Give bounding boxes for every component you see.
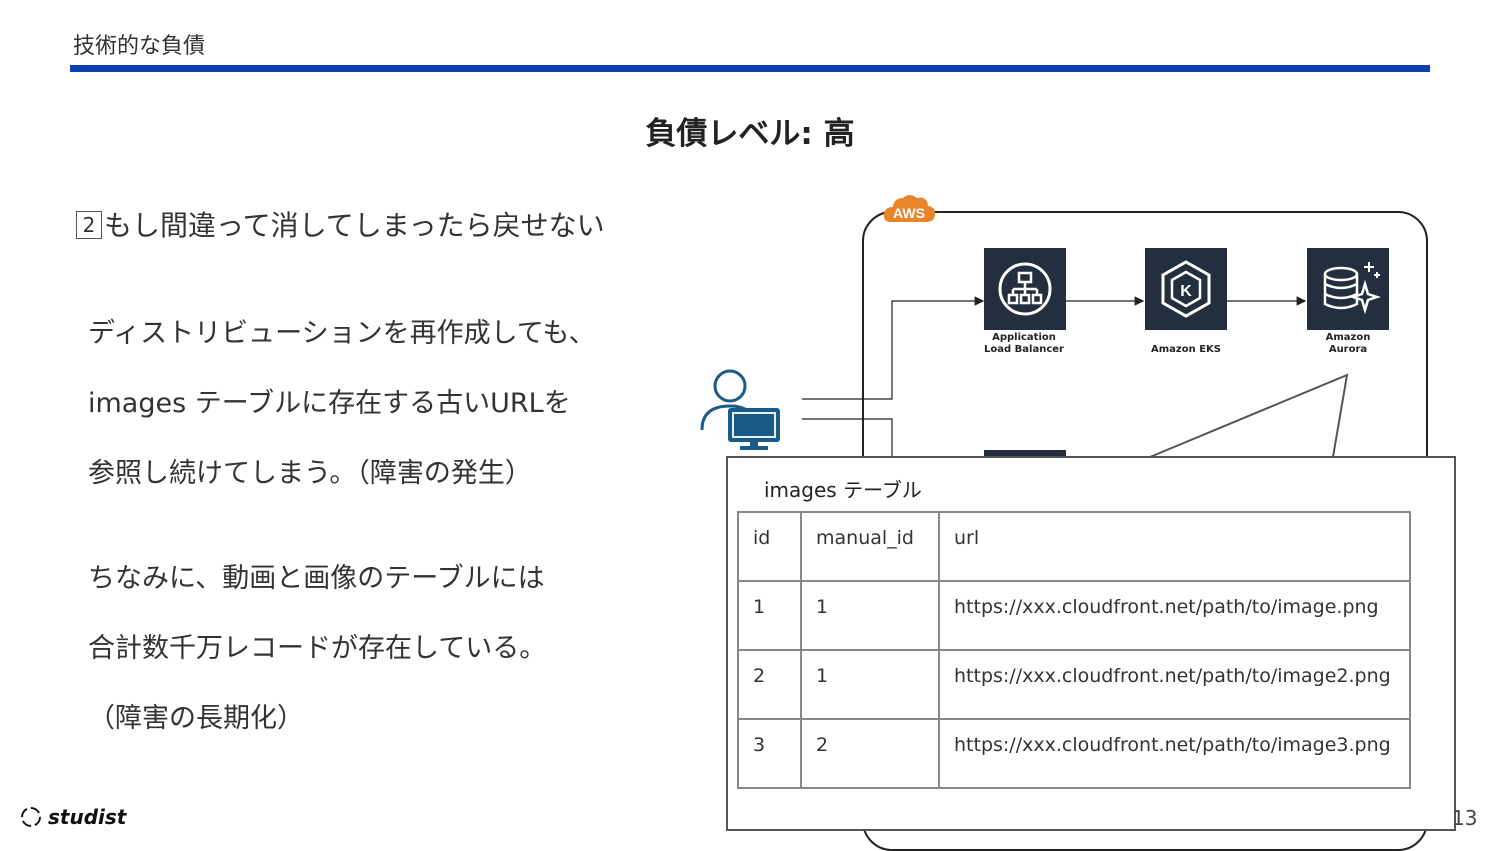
aws-cloud-badge: AWS xyxy=(881,190,937,228)
table-row: 3 2 https://xxx.cloudfront.net/path/to/i… xyxy=(737,718,1411,789)
body-line: 合計数千万レコードが存在している。 xyxy=(88,633,547,664)
body-line: ディストリビューションを再作成しても、 xyxy=(88,318,596,349)
cell-url-link[interactable]: https://xxx.cloudfront.net/path/to/image… xyxy=(938,580,1411,651)
load-balancer-icon xyxy=(984,248,1066,330)
logo-ring-icon xyxy=(21,807,41,827)
eks-icon: K xyxy=(1145,248,1227,330)
column-header: id xyxy=(737,511,802,582)
column-header: url xyxy=(938,511,1411,582)
images-table: id manual_id url 1 1 https://xxx.cloudfr… xyxy=(737,511,1411,789)
body-line: 参照し続けてしまう。（障害の発生） xyxy=(88,458,532,489)
page-number: 13 xyxy=(1452,806,1478,830)
studist-logo: studist xyxy=(20,804,126,830)
table-row: 1 1 https://xxx.cloudfront.net/path/to/i… xyxy=(737,580,1411,651)
point-number-badge: 2 xyxy=(76,211,102,239)
table-row: 2 1 https://xxx.cloudfront.net/path/to/i… xyxy=(737,649,1411,720)
column-header: manual_id xyxy=(800,511,940,582)
cell-id: 2 xyxy=(737,649,802,720)
table-caption: images テーブル xyxy=(764,478,922,502)
user-at-computer-icon xyxy=(698,368,784,452)
cell-url: https://xxx.cloudfront.net/path/to/image… xyxy=(938,649,1411,720)
cell-id: 1 xyxy=(737,580,802,651)
body-line: images テーブルに存在する古いURLを xyxy=(88,388,571,419)
slide-title: 負債レベル: 高 xyxy=(645,116,855,152)
cell-id: 3 xyxy=(737,718,802,789)
cell-manual-id: 1 xyxy=(800,649,940,720)
header-divider xyxy=(70,65,1430,72)
cell-manual-id: 1 xyxy=(800,580,940,651)
service-label: Amazon EKS xyxy=(1151,344,1221,355)
cell-manual-id: 2 xyxy=(800,718,940,789)
aurora-icon xyxy=(1307,248,1389,330)
body-line: ちなみに、動画と画像のテーブルには xyxy=(88,563,545,594)
svg-text:AWS: AWS xyxy=(893,205,925,221)
table-header-row: id manual_id url xyxy=(737,511,1411,582)
cell-url: https://xxx.cloudfront.net/path/to/image… xyxy=(938,718,1411,789)
point-heading: もし間違って消してしまったら戻せない xyxy=(104,209,605,242)
body-line: （障害の長期化） xyxy=(88,703,304,734)
svg-text:K: K xyxy=(1180,283,1192,300)
section-label: 技術的な負債 xyxy=(73,34,206,59)
